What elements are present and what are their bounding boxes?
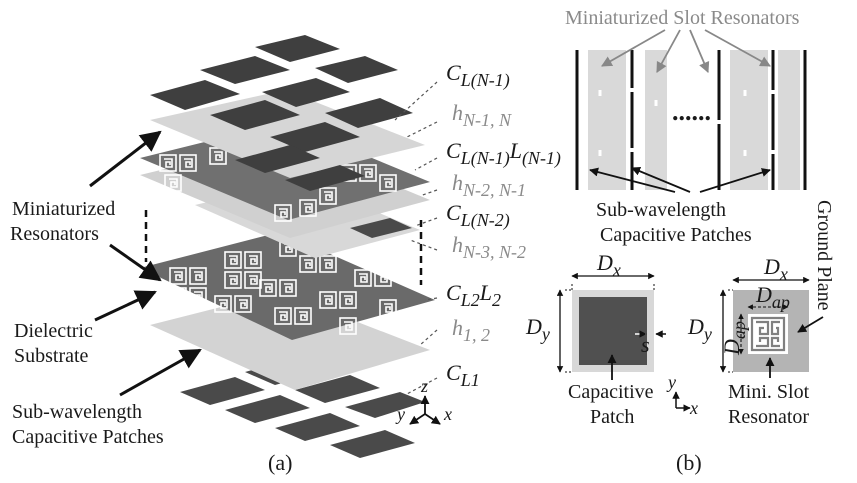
label-cl-n-1: CL(N-1) [446,60,510,91]
label-b-capacitive-patches: Capacitive Patches [600,224,752,246]
caption-a: (a) [268,450,292,475]
slot-dap-label: Dap [755,282,790,312]
label-capacitive-patches: Capacitive Patches [12,426,164,448]
label-h-n-1-n: hN-1, N [452,100,512,130]
right-labels: CL(N-1) hN-1, N CL(N-1)L(N-1) hN-2, N-1 … [394,60,561,396]
axis-x-label: x [443,404,452,424]
substrate-h12 [150,292,430,390]
cap-patch-cell [556,272,666,380]
left-labels: Miniaturized Resonators Dielectric Subst… [10,130,202,448]
label-cl2-l2: CL2L2 [446,280,501,310]
layer-l2-resonators [140,232,435,340]
slot-dx-label: Dx [763,254,788,284]
label-h-n-3: hN-3, N-2 [452,232,526,262]
label-miniaturized: Miniaturized [12,198,115,220]
cap-s-label: s [641,332,650,357]
axes-indicator-a: z y x [395,376,452,425]
label-cl-n-2: CL(N-2) [446,200,510,231]
cap-dx-label: Dx [596,250,621,280]
axis-b-x-label: x [689,398,698,418]
layer-cl-n-1-patches [150,35,413,191]
label-substrate: Substrate [14,345,89,367]
layer-stack [140,35,435,458]
title-slot-resonators: Miniaturized Slot Resonators [565,7,800,29]
label-h-1-2: h1, 2 [452,315,490,345]
cap-label-2: Patch [590,406,634,428]
slot-title-arrows [601,29,771,73]
slot-dy-label: Dy [687,314,712,344]
label-cl1: CL1 [446,360,480,390]
slot-cell [719,276,824,378]
cap-label-1: Capacitive [568,381,654,403]
arrow-patches [119,348,202,397]
slot-label-1: Mini. Slot [728,381,810,403]
axis-y-label: y [395,404,405,424]
ellipsis: ...... [672,97,711,126]
slot-label-2: Resonator [728,406,809,428]
arrow-resonators-top [89,130,162,188]
slot-dap-vertical-label: Dap [719,321,749,356]
patch-label-arrows [589,166,771,193]
arrow-dielectric [94,290,157,322]
label-b-subwavelength: Sub-wavelength [596,199,726,221]
label-cl-ll-n-1: CL(N-1)L(N-1) [446,138,561,169]
label-subwavelength: Sub-wavelength [12,401,142,423]
label-ground-plane: Ground Plane [813,200,835,311]
cap-dy-label: Dy [525,314,550,344]
caption-b: (b) [676,450,702,475]
axes-indicator-b: y x [666,372,698,418]
arrow-resonators-bottom [109,243,162,282]
label-resonators: Resonators [10,223,99,245]
axis-z-label: z [420,376,428,396]
label-dielectric: Dielectric [14,320,93,342]
slot-array: ...... [575,50,807,190]
axis-b-y-label: y [666,372,676,392]
label-h-n-2: hN-2, N-1 [452,170,526,200]
